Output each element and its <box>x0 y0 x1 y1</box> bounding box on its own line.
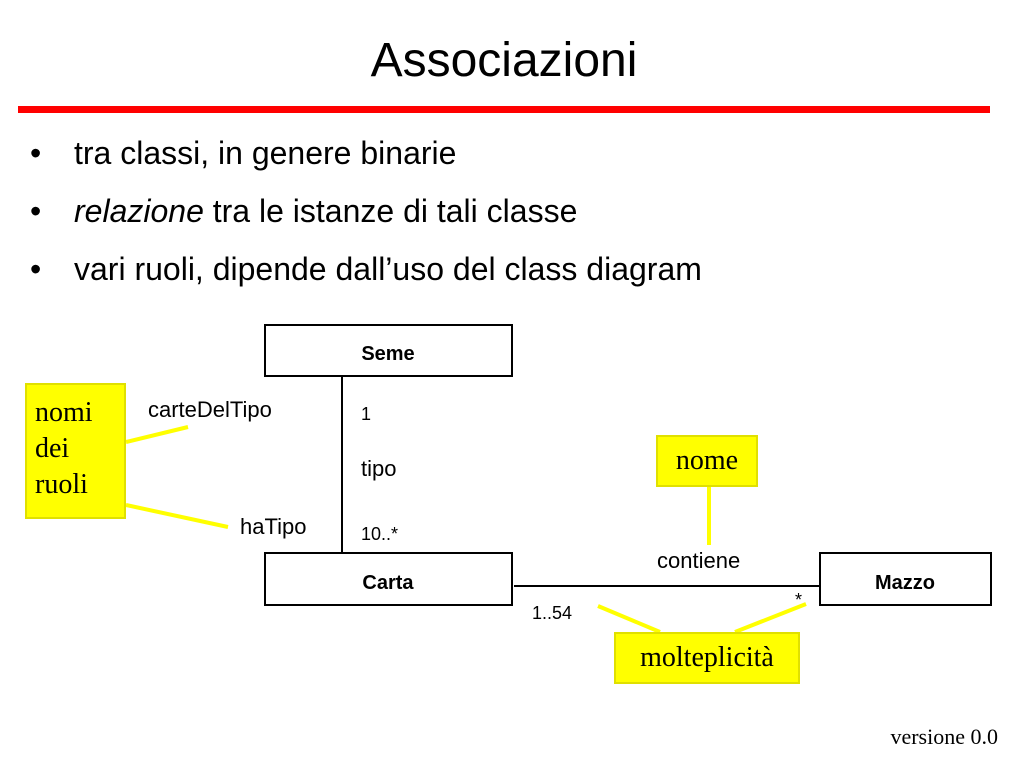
bullet-text: tra classi, in genere binarie <box>74 135 457 171</box>
bullet-text: tra le istanze di tali classe <box>203 193 578 229</box>
bullet-glyph: • <box>30 193 42 229</box>
callout-line-mult-left <box>597 604 661 634</box>
callout-role-names-line: ruoli <box>35 469 88 500</box>
bullet-item: • relazione tra le istanze di tali classe <box>30 186 702 244</box>
multiplicity-carta-end-tipo: 10..* <box>361 524 398 544</box>
bullet-glyph: • <box>30 251 42 287</box>
bullet-text: vari ruoli, dipende dall’uso del class d… <box>74 251 702 287</box>
version-footer: versione 0.0 <box>890 724 998 749</box>
role-label-carte-del-tipo: carteDelTipo <box>148 397 272 422</box>
title-rule <box>18 106 990 113</box>
callout-role-names: nomi dei ruoli <box>25 383 126 519</box>
callout-line-mult-right <box>734 602 807 634</box>
bullet-emphasis: relazione <box>74 193 204 229</box>
callout-line-role-top <box>125 425 189 444</box>
multiplicity-seme-end: 1 <box>361 404 371 424</box>
class-name-mazzo: Mazzo <box>875 572 935 594</box>
callout-role-names-line: nomi <box>35 397 93 428</box>
class-box-mazzo <box>819 552 992 606</box>
bullet-item: • tra classi, in genere binarie <box>30 128 702 186</box>
bullet-glyph: • <box>30 135 42 171</box>
class-box-seme <box>264 324 513 377</box>
class-box-carta <box>264 552 513 606</box>
association-name-contiene: contiene <box>657 548 740 573</box>
callout-role-names-line: dei <box>35 433 70 464</box>
bullet-list: • tra classi, in genere binarie • relazion… <box>30 128 702 302</box>
callout-line-role-bottom <box>125 503 229 529</box>
association-name-tipo: tipo <box>361 456 396 481</box>
multiplicity-mazzo-end: * <box>795 590 802 610</box>
role-label-ha-tipo: haTipo <box>240 514 306 539</box>
callout-multiplicity: molteplicità <box>614 632 800 684</box>
callout-name: nome <box>656 435 758 487</box>
multiplicity-carta-end-contiene: 1..54 <box>532 603 572 623</box>
class-name-seme: Seme <box>361 343 414 365</box>
slide-title: Associazioni <box>370 34 638 87</box>
bullet-item: • vari ruoli, dipende dall’uso del class … <box>30 244 702 302</box>
class-name-carta: Carta <box>362 572 414 594</box>
